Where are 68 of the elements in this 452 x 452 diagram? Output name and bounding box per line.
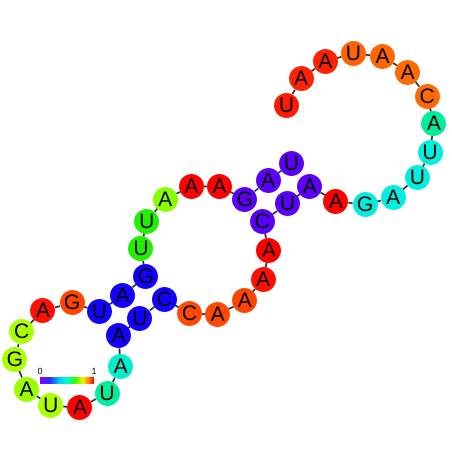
backbone-line (228, 306, 234, 310)
nucleotide-node: G (133, 264, 158, 290)
nucleotide-node: C (176, 301, 202, 326)
nucleotide-node: C (414, 84, 440, 109)
nucleotide-node: A (370, 44, 395, 69)
nucleotide-node: U (86, 299, 112, 324)
backbone-line (272, 210, 278, 216)
nucleotide-node: C (250, 208, 275, 234)
nucleotide-node: U (274, 92, 299, 118)
nucleotide-node: U (418, 140, 442, 166)
nucleotide-node: A (232, 288, 258, 314)
nucleotide-node: G (232, 186, 258, 212)
backbone-line (132, 284, 137, 288)
nucleotide-node: C (9, 319, 34, 344)
nucleotide-node: A (395, 60, 420, 85)
backbone-line (392, 62, 398, 66)
nucleotide-node: A (256, 238, 282, 263)
nucleotide-node: A (250, 267, 276, 292)
backbone-line (112, 378, 116, 382)
backbone-line (202, 313, 206, 315)
backbone-line (254, 188, 259, 192)
backbone-line (18, 370, 23, 378)
nucleotide-node: A (178, 174, 204, 199)
backbone-line (90, 398, 96, 403)
backbone-line (176, 191, 181, 194)
nucleotide-node: A (108, 354, 134, 380)
nucleotide-node: C (152, 286, 177, 312)
nucleotide-node: A (205, 302, 230, 328)
backbone-line (17, 344, 20, 348)
nucleotide-node: G (60, 290, 85, 316)
backbone-line (348, 202, 353, 204)
nucleotide-node: A (152, 186, 178, 212)
nucleotide-node: U (128, 236, 154, 262)
scale-tick-label: 0 (37, 367, 42, 376)
backbone-line (54, 305, 60, 308)
nucleotide-node: A (288, 66, 314, 92)
backbone-line (118, 348, 121, 354)
nucleotide-node: U (94, 380, 120, 406)
backbone-line (63, 406, 68, 408)
backbone-line (414, 81, 420, 88)
nucleotide-node: G (2, 346, 28, 372)
nucleotide-node: A (106, 323, 132, 348)
nucleotide-node: A (67, 395, 92, 420)
nucleotide-node: U (134, 208, 160, 234)
nucleotide-node: A (110, 282, 136, 308)
nucleotide-node: U (274, 191, 300, 216)
backbone-line (149, 306, 156, 312)
backbone-line (430, 136, 434, 140)
nucleotide-node: A (421, 110, 446, 136)
scale-tick-label: 1 (91, 367, 96, 376)
nucleotide-node: A (312, 48, 338, 74)
nucleotide-node: U (404, 165, 430, 190)
nucleotide-node: A (207, 174, 232, 199)
nucleotide-node: A (14, 376, 39, 402)
backbone-line (292, 89, 296, 94)
nucleotide-node: A (256, 168, 281, 194)
backbone-line (402, 184, 408, 190)
nucleotide-node: U (38, 393, 64, 418)
backbone-line (366, 54, 370, 56)
nucleotide-node: G (352, 192, 378, 218)
nucleotide-node: A (30, 298, 56, 324)
nucleotide-node: U (340, 41, 366, 66)
nucleotide-node: U (278, 150, 304, 176)
nucleotide-node: U (127, 306, 152, 331)
nucleotide-node: A (380, 184, 406, 210)
backbone-line (204, 186, 208, 188)
nucleotide-node: A (297, 174, 322, 199)
nucleotide-node: A (323, 188, 348, 214)
